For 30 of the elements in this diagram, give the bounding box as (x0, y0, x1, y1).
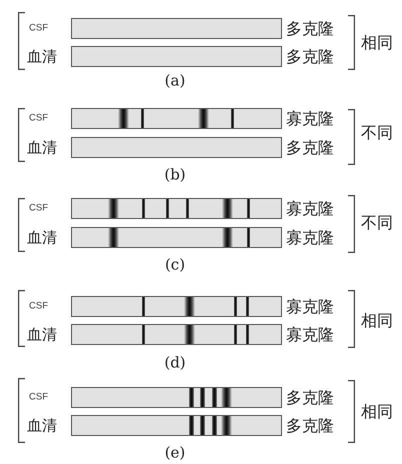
panel-label: (d) (164, 354, 186, 372)
panel-label: (b) (164, 166, 186, 184)
pattern-label: 寡克隆 (286, 199, 334, 218)
comparison-label: 相同 (361, 33, 393, 52)
comparison-label: 不同 (361, 214, 393, 232)
comparison-label: 相同 (361, 311, 393, 330)
comparison-label: 不同 (361, 124, 393, 142)
pattern-label: 多克隆 (286, 138, 334, 157)
sample-label: CSF (29, 203, 48, 214)
pattern-label: 寡克隆 (286, 109, 334, 128)
pattern-label: 多克隆 (286, 47, 334, 66)
comparison-label: 相同 (361, 402, 393, 421)
panel-label: (e) (164, 444, 186, 462)
sample-label: 血清 (27, 416, 57, 434)
pattern-label: 寡克隆 (286, 325, 334, 344)
sample-label: CSF (29, 392, 48, 403)
sample-label: CSF (29, 301, 48, 312)
pattern-label: 多克隆 (286, 416, 334, 435)
panel-label: (a) (164, 72, 186, 90)
sample-label: 血清 (27, 138, 57, 156)
sample-label: 血清 (27, 326, 57, 344)
sample-label: CSF (29, 23, 48, 34)
pattern-label: 寡克隆 (286, 297, 334, 316)
pattern-label: 寡克隆 (286, 228, 334, 247)
sample-label: 血清 (27, 228, 57, 246)
pattern-label: 多克隆 (286, 388, 334, 407)
pattern-label: 多克隆 (286, 19, 334, 38)
sample-label: CSF (29, 113, 48, 124)
panel-label: (c) (164, 256, 186, 274)
sample-label: 血清 (27, 48, 57, 66)
